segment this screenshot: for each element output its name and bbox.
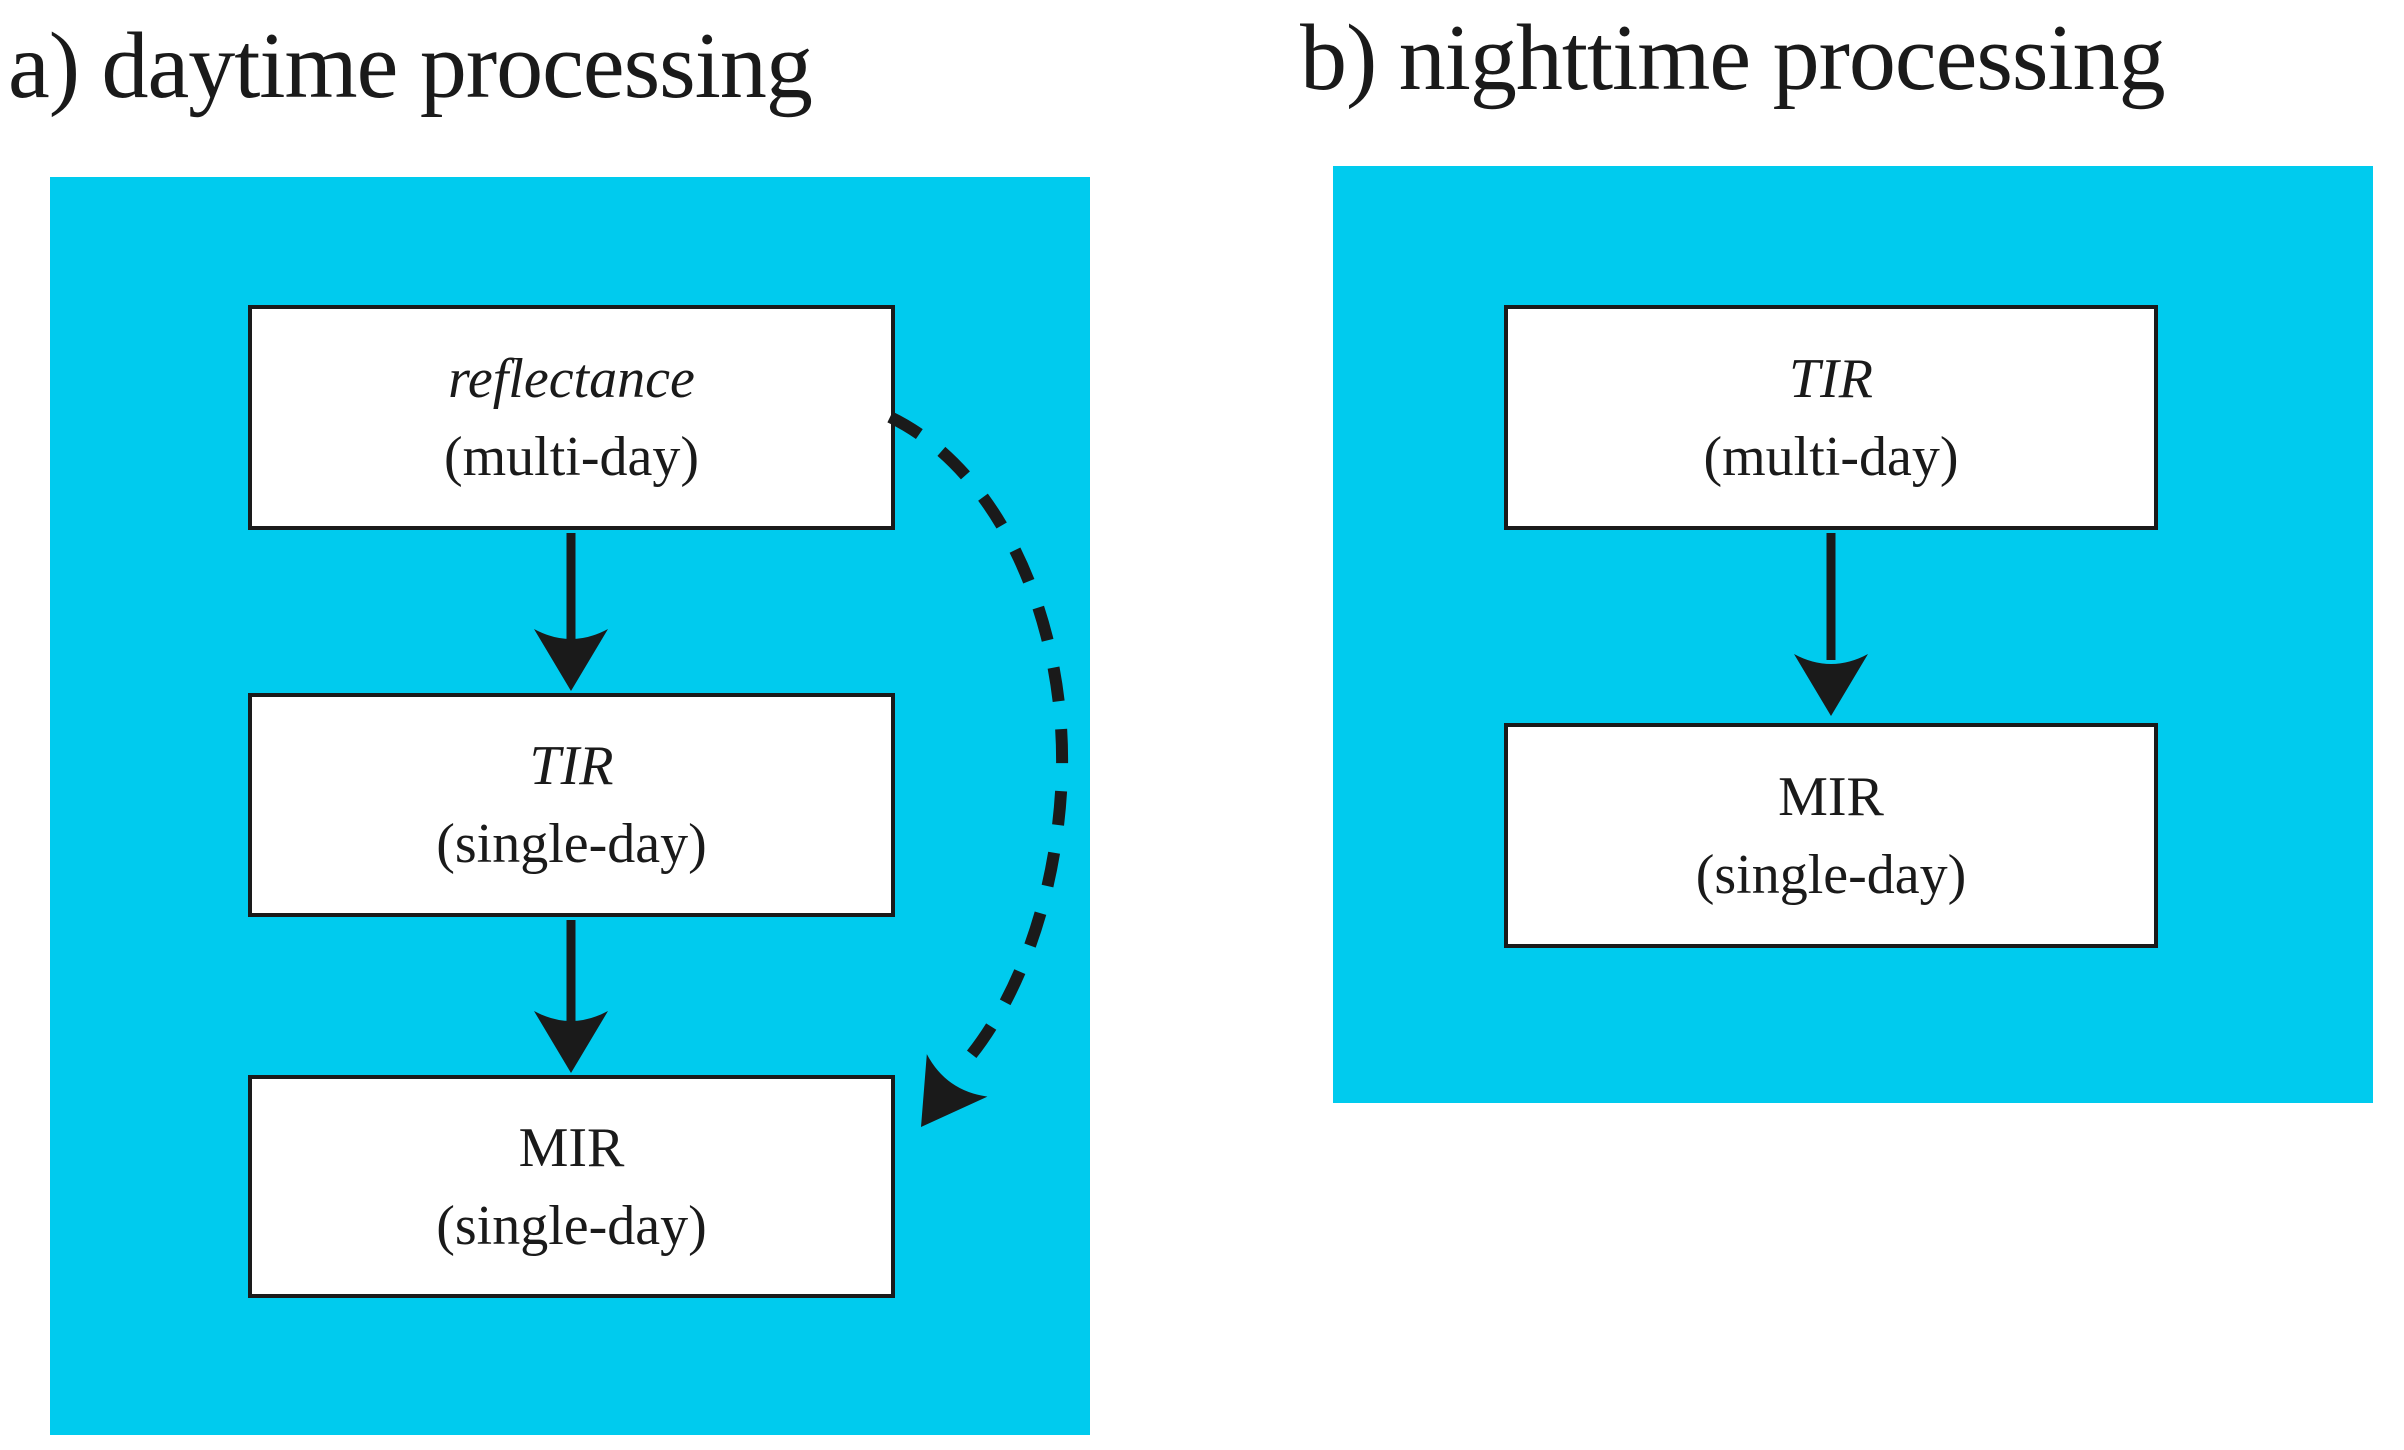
node-mir-day-label: MIR xyxy=(518,1116,625,1179)
node-tir-night: TIR (multi-day) xyxy=(1504,305,2158,530)
node-tir-day-label: TIR xyxy=(529,735,614,797)
panel-b-title: b) nighttime processing xyxy=(1300,6,2166,110)
panel-a-title: a) daytime processing xyxy=(8,14,813,118)
node-tir-day: TIR (single-day) xyxy=(248,693,895,917)
node-tir-night-label: TIR xyxy=(1789,347,1873,410)
node-mir-night-sublabel: (single-day) xyxy=(1695,843,1967,906)
node-mir-day-sublabel: (single-day) xyxy=(436,1194,707,1257)
node-tir-night-sublabel: (multi-day) xyxy=(1703,425,1959,488)
node-reflectance-sublabel: (multi-day) xyxy=(443,425,700,488)
node-mir-night: MIR (single-day) xyxy=(1504,723,2158,948)
node-reflectance-label: reflectance xyxy=(448,347,695,410)
node-tir-day-sublabel: (single-day) xyxy=(436,813,707,875)
node-reflectance: reflectance (multi-day) xyxy=(248,305,895,530)
node-mir-day: MIR (single-day) xyxy=(248,1075,895,1298)
node-mir-night-label: MIR xyxy=(1778,765,1884,828)
